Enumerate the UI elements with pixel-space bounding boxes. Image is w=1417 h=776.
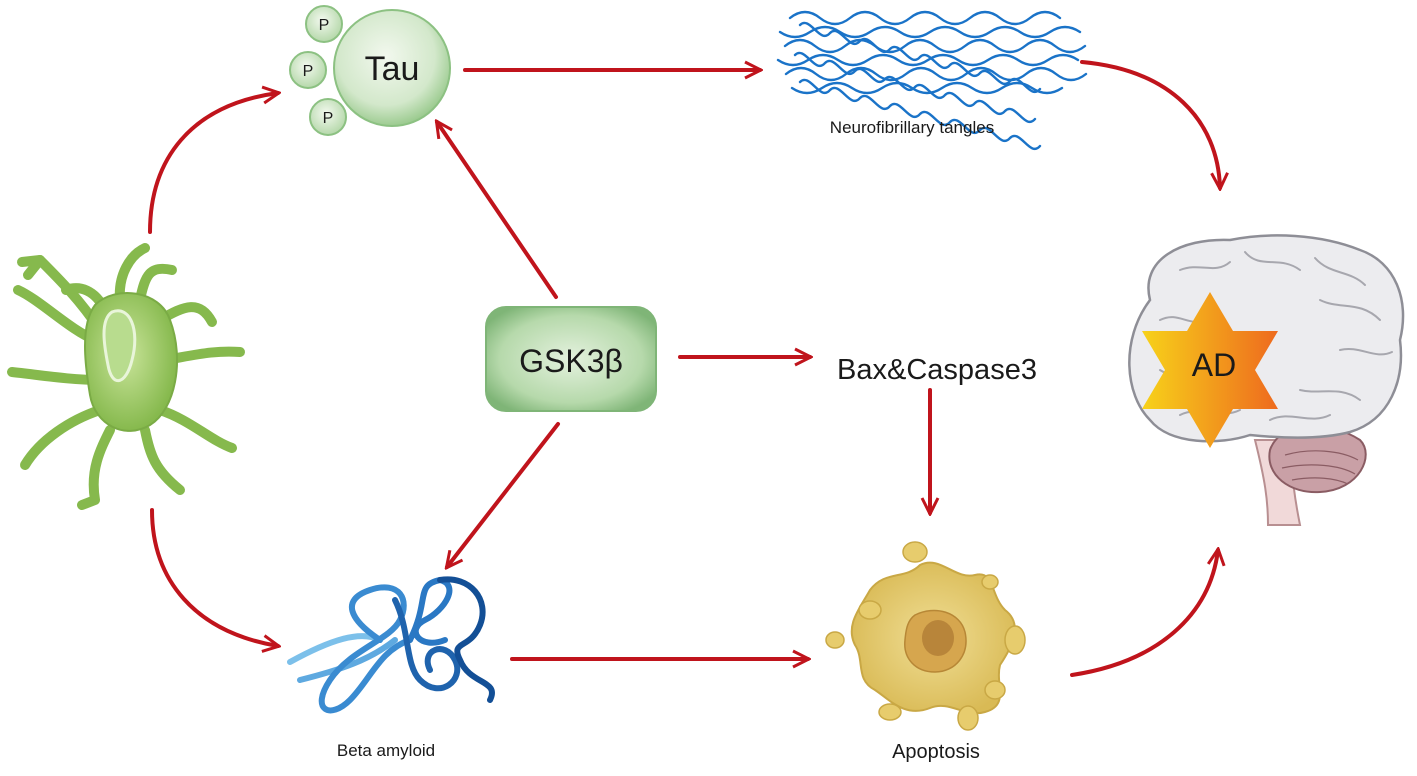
brain-icon: AD	[1128, 234, 1405, 526]
apoptosis-label: Apoptosis	[892, 741, 980, 763]
arrow-cell-to-tau	[148, 93, 278, 234]
apoptotic-body-5	[984, 680, 1006, 700]
apoptotic-cell-icon	[825, 541, 1026, 731]
apoptotic-body-8	[981, 574, 999, 590]
gsk3b-label: GSK3β	[519, 343, 623, 379]
gsk3b-box	[485, 306, 657, 412]
phospho-label-3: P	[323, 110, 334, 127]
tangles-label: Neurofibrillary tangles	[830, 118, 994, 137]
phospho-label-1: P	[319, 17, 330, 34]
apoptotic-body-2	[858, 600, 882, 620]
ad-label: AD	[1192, 347, 1236, 383]
apoptotic-body-4	[1004, 625, 1026, 655]
apoptotic-body-1	[902, 541, 928, 563]
phospho-circle-1	[305, 5, 343, 43]
arrow-tangles-to-ad	[1080, 60, 1220, 188]
gsk3b-node: GSK3β	[485, 306, 657, 412]
bax-caspase3-label: Bax&Caspase3	[837, 354, 1037, 386]
arrow-apoptosis-to-ad	[1070, 550, 1218, 677]
tau-circle	[333, 9, 451, 127]
apoptotic-body-3	[825, 631, 845, 649]
apoptotic-body-7	[878, 703, 902, 721]
arrow-gsk-to-tau	[437, 122, 558, 299]
arrow-cell-to-amyloid	[150, 508, 278, 646]
tau-label: Tau	[365, 50, 420, 88]
tau-node: P P P Tau	[289, 5, 451, 136]
neurofibrillary-tangles-icon	[776, 10, 1088, 150]
arrows	[148, 60, 1220, 677]
phospho-label-2: P	[303, 63, 314, 80]
phospho-circle-3	[309, 98, 347, 136]
ad-star	[1142, 292, 1278, 448]
beta-amyloid-icon	[287, 576, 495, 714]
apoptotic-body-6	[957, 705, 979, 731]
phospho-circle-2	[289, 51, 327, 89]
arrow-gsk-to-amyloid	[447, 422, 560, 567]
beta-amyloid-label: Beta amyloid	[337, 741, 435, 760]
astrocyte-icon	[7, 243, 245, 510]
